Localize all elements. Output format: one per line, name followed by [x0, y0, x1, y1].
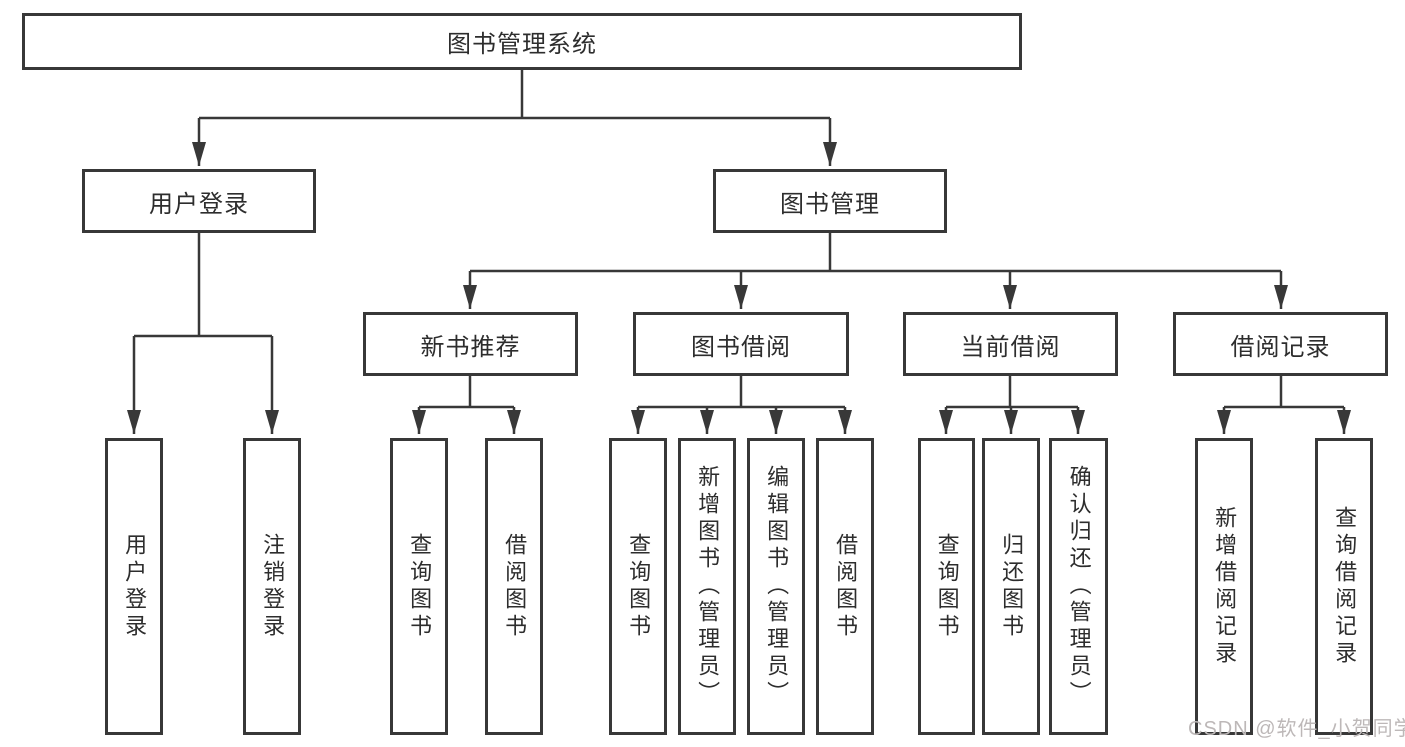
connector-newbook-children [412, 376, 521, 434]
leaf-label: 编辑图书（管理员） [764, 465, 790, 708]
leaf-confirm-return-admin: 确认归还（管理员） [1049, 438, 1108, 735]
node-new-book-recommend: 新书推荐 [363, 312, 578, 376]
leaf-label: 新增图书（管理员） [695, 465, 721, 708]
leaf-label: 查询图书 [407, 532, 433, 641]
leaf-borrow-books: 借阅图书 [485, 438, 543, 735]
connector-borrow-children [631, 376, 852, 434]
leaf-label: 新增借阅记录 [1212, 505, 1238, 668]
leaf-user-login: 用户登录 [105, 438, 163, 735]
node-user-login: 用户登录 [82, 169, 316, 233]
connector-records-children [1217, 376, 1351, 434]
connector-mgmt-to-level2 [463, 233, 1288, 309]
leaf-label: 归还图书 [999, 532, 1025, 641]
leaf-logout: 注销登录 [243, 438, 301, 735]
node-label: 图书管理系统 [447, 31, 597, 58]
leaf-label: 查询借阅记录 [1332, 505, 1358, 668]
connector-root-to-level1 [192, 70, 837, 166]
leaf-add-borrow-record: 新增借阅记录 [1195, 438, 1253, 735]
leaf-query-books: 查询图书 [918, 438, 975, 735]
leaf-label: 查询图书 [626, 532, 652, 641]
node-label: 当前借阅 [960, 333, 1061, 361]
connector-login-children [127, 233, 279, 434]
node-label: 借阅记录 [1230, 333, 1331, 361]
node-book-borrowing: 图书借阅 [633, 312, 849, 376]
node-label: 图书管理 [780, 190, 880, 218]
node-library-management-system: 图书管理系统 [22, 13, 1022, 70]
node-current-borrowing: 当前借阅 [903, 312, 1118, 376]
node-label: 图书借阅 [691, 333, 791, 361]
node-borrow-records: 借阅记录 [1173, 312, 1388, 376]
connector-current-children [939, 376, 1085, 434]
leaf-edit-books-admin: 编辑图书（管理员） [747, 438, 805, 735]
node-book-management: 图书管理 [713, 169, 947, 233]
leaf-return-books: 归还图书 [982, 438, 1040, 735]
leaf-query-books: 查询图书 [390, 438, 448, 735]
leaf-query-borrow-record: 查询借阅记录 [1315, 438, 1373, 735]
leaf-borrow-books: 借阅图书 [816, 438, 874, 735]
leaf-label: 注销登录 [260, 532, 286, 641]
node-label: 用户登录 [149, 190, 249, 218]
leaf-add-books-admin: 新增图书（管理员） [678, 438, 736, 735]
node-label: 新书推荐 [420, 333, 521, 361]
leaf-label: 用户登录 [122, 532, 148, 641]
leaf-query-books: 查询图书 [609, 438, 667, 735]
leaf-label: 借阅图书 [833, 532, 859, 641]
leaf-label: 借阅图书 [502, 532, 528, 641]
leaf-label: 查询图书 [934, 532, 960, 641]
leaf-label: 确认归还（管理员） [1066, 465, 1092, 708]
csdn-watermark: CSDN @软件_小贺同学 [1188, 718, 1405, 740]
